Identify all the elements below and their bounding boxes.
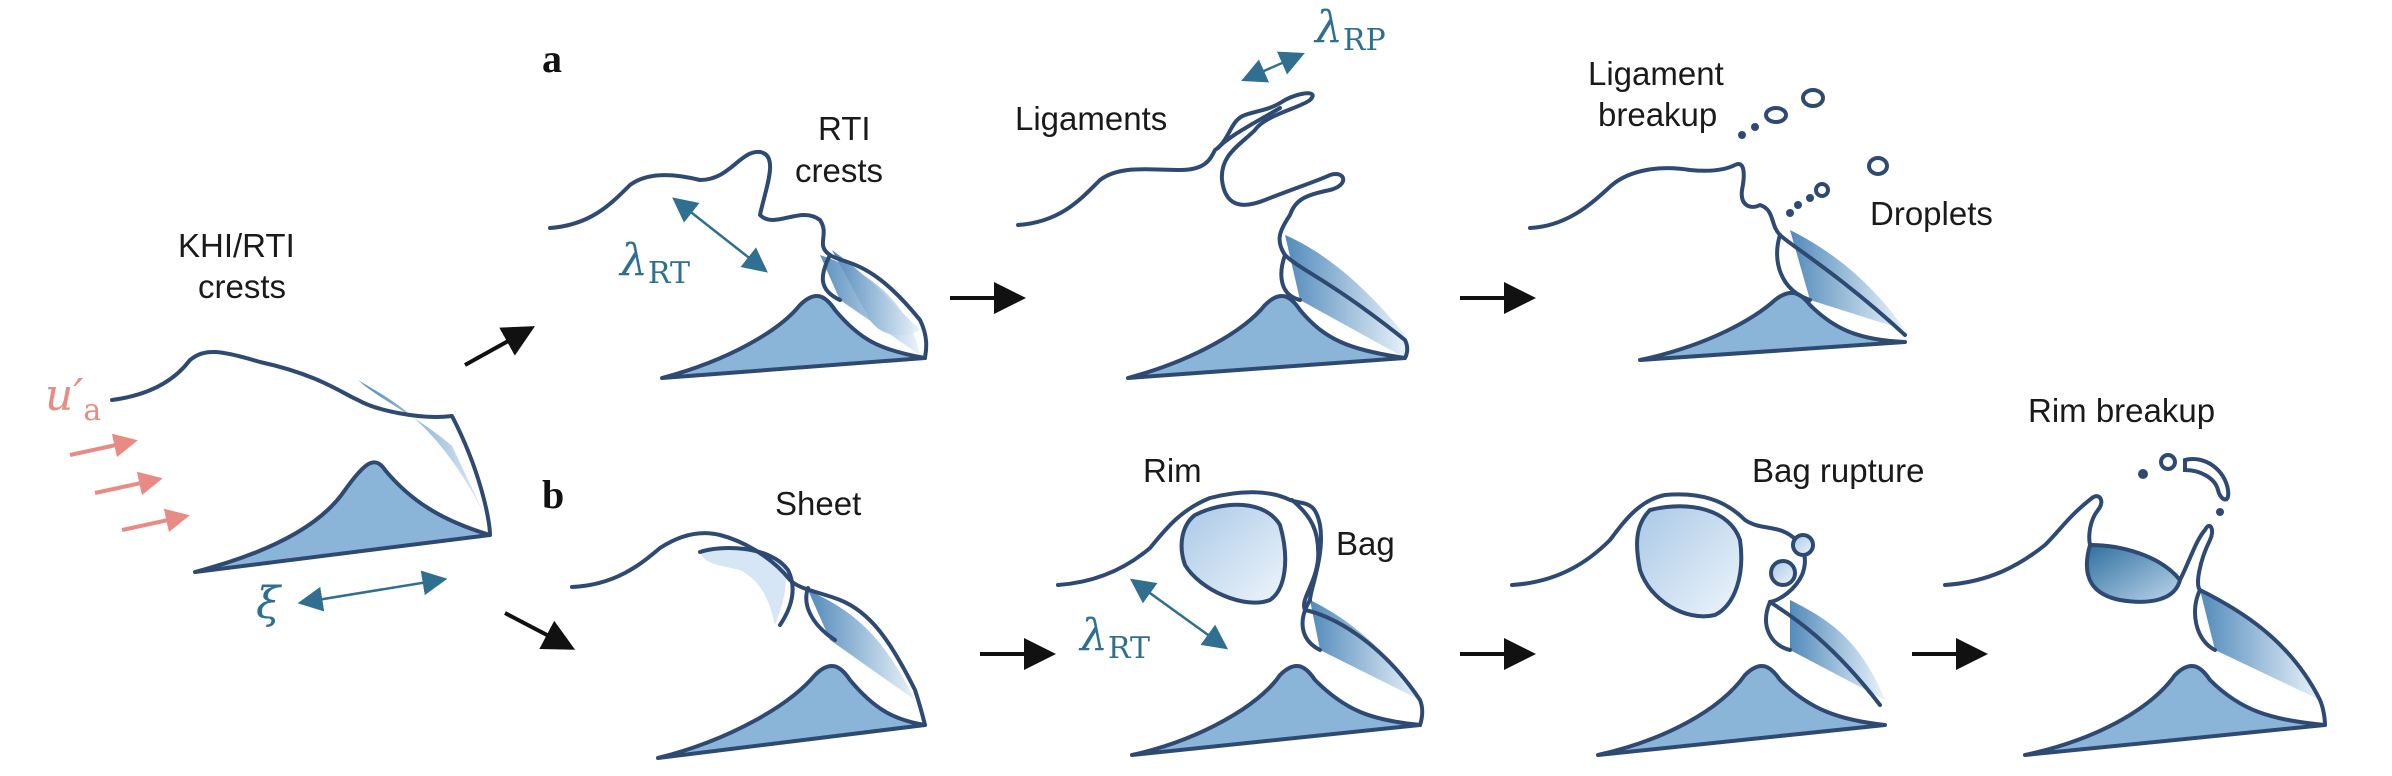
- arrow-to-a: [464, 326, 535, 367]
- ligament-breakup-label-2: breakup: [1598, 96, 1717, 133]
- bag-label: Bag: [1336, 525, 1395, 562]
- velocity-arrow-2: [94, 471, 163, 496]
- lambda-rt-arrow-b: [1129, 578, 1229, 650]
- lambda-rt-symbol-a: λRT: [618, 235, 690, 291]
- ligaments-wave: [1016, 91, 1410, 380]
- panel-label-a: a: [542, 36, 562, 81]
- rim-breakup-droplets: [2138, 453, 2224, 516]
- khi-rti-crests-label-2: crests: [198, 268, 286, 305]
- rti-crests-label-1: RTI: [818, 110, 871, 147]
- rim-breakup-wave: [1943, 457, 2327, 757]
- velocity-symbol: u′a: [45, 370, 101, 428]
- panel-label-b: b: [542, 472, 564, 517]
- ligament-breakup-droplets: [1738, 88, 1889, 217]
- xi-symbol: ξ: [256, 578, 283, 629]
- rim-label: Rim: [1143, 452, 1202, 489]
- khi-rti-crests-label-1: KHI/RTI: [178, 227, 295, 264]
- initial-wave: [110, 349, 492, 574]
- arrow-to-b: [504, 611, 576, 650]
- wave-hill: [193, 460, 492, 574]
- sheet-label: Sheet: [775, 485, 861, 522]
- rim-breakup-label: Rim breakup: [2028, 392, 2215, 429]
- lambda-rt-symbol-b: λRT: [1078, 610, 1150, 666]
- droplets-label: Droplets: [1870, 195, 1993, 232]
- rti-crests-label-2: crests: [795, 152, 883, 189]
- sheet-wave: [570, 531, 927, 760]
- lambda-rt-arrow-a: [672, 197, 768, 273]
- rim-bag-wave: [1056, 490, 1425, 757]
- lambda-rp-symbol: λRP: [1313, 2, 1386, 58]
- bag-rupture-label: Bag rupture: [1752, 452, 1924, 489]
- bag-rupture-wave: [1510, 492, 1887, 757]
- ligament-breakup-wave: [1528, 162, 1907, 362]
- ligament-breakup-label-1: Ligament: [1588, 55, 1724, 92]
- velocity-arrow-3: [121, 508, 190, 533]
- velocity-arrow-1: [69, 433, 138, 458]
- ligaments-label: Ligaments: [1015, 100, 1167, 137]
- lambda-rp-arrow: [1241, 51, 1305, 83]
- xi-arrow: [297, 570, 448, 612]
